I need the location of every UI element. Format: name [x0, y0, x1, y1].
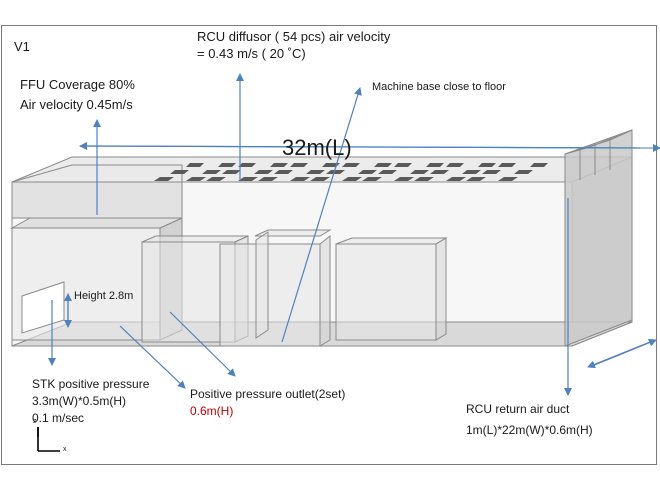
diffuser-slot — [218, 163, 236, 167]
diffuser-slot — [238, 177, 258, 181]
diffuser-slot — [186, 177, 206, 181]
machine-base-arrow — [281, 87, 362, 343]
diffuser-slot — [326, 170, 345, 174]
diffuser-slot — [530, 163, 548, 167]
diffuser-slot — [274, 170, 293, 174]
diffuser-slot — [498, 177, 518, 181]
diffuser-slot — [410, 170, 429, 174]
diffuser-slot — [478, 163, 496, 167]
view-label: V1 — [14, 39, 30, 54]
rcu-diffusers — [154, 163, 548, 181]
diffuser-slot — [462, 170, 481, 174]
length-label: 32m(L) — [282, 135, 352, 160]
diffuser-slot — [254, 170, 273, 174]
diffuser-slot — [306, 170, 325, 174]
diffuser-slot — [154, 177, 174, 181]
length-dimension-arrow-left — [79, 142, 641, 151]
diffuser-slot — [202, 170, 221, 174]
stk-label-3: 0.1 m/sec — [32, 411, 85, 425]
diffuser-slot — [414, 177, 434, 181]
stk-label-1: STK positive pressure — [32, 377, 150, 391]
diagram-frame — [1, 25, 657, 465]
diffuser-slot — [186, 163, 204, 167]
ffu-air-velocity-label: Air velocity 0.45m/s — [20, 97, 133, 112]
axis-x-label: x — [63, 446, 67, 453]
annotation-arrows — [48, 73, 660, 396]
rcu-return-label-1: RCU return air duct — [466, 402, 570, 416]
diffuser-slot — [430, 170, 449, 174]
rcu-diffusor-label-1: RCU diffusor ( 54 pcs) air velocity — [197, 29, 391, 44]
rcu-return-label-2: 1m(L)*22m(W)*0.6m(H) — [466, 423, 593, 437]
diffuser-slot — [482, 170, 501, 174]
diffuser-slot — [258, 177, 278, 181]
rcu-diffusor-label-2: = 0.43 m/s ( 20 ˚C) — [197, 46, 306, 61]
diffuser-slot — [374, 163, 392, 167]
diffuser-slot — [358, 170, 377, 174]
diffuser-slot — [514, 170, 533, 174]
diffuser-slot — [170, 170, 189, 174]
rcu-return-air-duct — [564, 129, 633, 347]
diffuser-slot — [378, 170, 397, 174]
diffuser-slot — [426, 163, 444, 167]
diffuser-slot — [362, 177, 382, 181]
axis-z-label: z — [33, 418, 37, 425]
diffuser-slot — [466, 177, 486, 181]
stk-label-2: 3.3m(W)*0.5m(H) — [32, 394, 127, 408]
diffuser-slot — [222, 170, 241, 174]
outlet-label-2: 0.6m(H) — [190, 404, 234, 418]
diffuser-slot — [394, 163, 412, 167]
diffuser-slot — [394, 177, 414, 181]
outlet-label-1: Positive pressure outlet(2set) — [190, 387, 346, 401]
axis-triad — [37, 427, 60, 452]
outlet-arrow-2 — [169, 311, 236, 377]
diffuser-slot — [290, 177, 310, 181]
diffuser-slot — [270, 163, 288, 167]
diffuser-slot — [310, 177, 330, 181]
height-label: Height 2.8m — [74, 290, 134, 302]
diffuser-slot — [238, 163, 256, 167]
machine-equipment — [141, 229, 448, 347]
diffuser-slot — [446, 163, 464, 167]
diffuser-slot — [342, 163, 360, 167]
machine-base-label: Machine base close to floor — [372, 81, 506, 93]
diffuser-slot — [206, 177, 226, 181]
diffuser-slot — [342, 177, 362, 181]
diffuser-slot — [498, 163, 516, 167]
diffuser-slot — [290, 163, 308, 167]
diffuser-slot — [446, 177, 466, 181]
duct-width-arrow-left — [587, 341, 651, 369]
outlet-arrow-1 — [119, 325, 186, 389]
ffu-coverage-label: FFU Coverage 80% — [20, 77, 135, 92]
